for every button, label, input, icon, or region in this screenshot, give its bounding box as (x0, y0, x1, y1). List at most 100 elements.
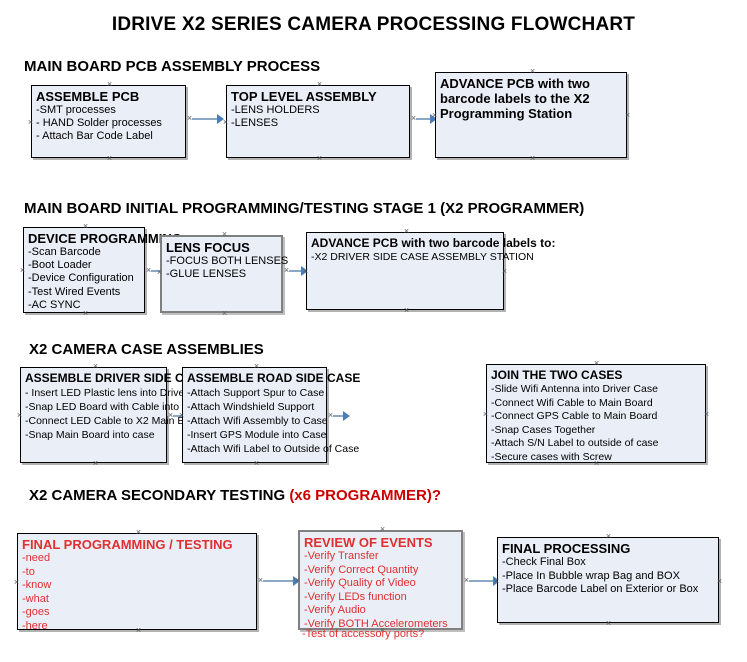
box-review-of-events-line-4: -Verify LEDs function (304, 590, 407, 603)
box-assemble-driver-side-case[interactable]: ASSEMBLE DRIVER SIDE CASE - Insert LED P… (20, 367, 216, 463)
box-final-programming-testing-line-1: -need (22, 552, 51, 564)
section-heading-3: X2 CAMERA CASE ASSEMBLIES (29, 341, 264, 358)
handle-top-icon[interactable] (220, 230, 229, 239)
box-lens-focus[interactable]: LENS FOCUS -FOCUS BOTH LENSES -GLUE LENS… (160, 235, 289, 313)
box-join-the-two-cases[interactable]: JOIN THE TWO CASES -Slide Wifi Antenna i… (486, 364, 706, 463)
handle-bottom-icon[interactable] (315, 154, 324, 163)
connector-lens-focus-to-advance (289, 270, 303, 272)
arrow-final-prog-to-review-icon (293, 576, 300, 586)
handle-bottom-icon[interactable] (91, 459, 100, 468)
box-final-programming-testing[interactable]: FINAL PROGRAMMING / TESTING -need -to -k… (17, 533, 257, 632)
handle-top-icon[interactable] (134, 528, 143, 537)
box-join-the-two-cases-line-6: -Secure cases with Screw (491, 450, 612, 463)
handle-bottom-icon[interactable] (528, 154, 537, 163)
box-assemble-driver-side-case-line-4: -Snap Main Board into case (25, 429, 155, 441)
box-assemble-driver-side-case-line-1: - Insert LED Plastic lens into Driver Ca… (25, 387, 216, 399)
handle-bottom-icon[interactable] (105, 154, 114, 163)
box-join-the-two-cases-line-2: -Connect Wifi Cable to Main Board (491, 396, 653, 409)
box-device-programming-line-2: -Boot Loader (28, 259, 92, 272)
box-device-programming-line-5: -AC SYNC (28, 298, 81, 311)
box-top-level-assembly-line-2: -LENSES (231, 117, 279, 130)
box-advance-pcb-programming-station-title: ADVANCE PCB with two barcode labels to t… (440, 76, 590, 121)
section-heading-4: X2 CAMERA SECONDARY TESTING (x6 PROGRAMM… (29, 487, 441, 504)
box-review-of-events-line-6: -Verify BOTH Accelerometers (304, 617, 448, 630)
box-final-programming-testing-line-4: -what (22, 592, 49, 605)
box-join-the-two-cases-line-1: -Slide Wifi Antenna into Driver Case (491, 383, 658, 395)
box-assemble-road-side-case[interactable]: ASSEMBLE ROAD SIDE CASE -Attach Support … (182, 367, 361, 463)
section-heading-4-text: X2 CAMERA SECONDARY TESTING (29, 487, 290, 504)
section-heading-4-accent: (x6 PROGRAMMER)? (289, 487, 441, 504)
box-assemble-pcb-line-2: - HAND Solder processes (36, 117, 162, 130)
box-review-of-events[interactable]: REVIEW OF EVENTS -Verify Transfer -Verif… (298, 530, 463, 630)
connector-device-to-lens-focus (151, 270, 165, 272)
box-final-programming-testing-line-6: -here (22, 619, 48, 632)
handle-top-icon[interactable] (91, 362, 100, 371)
box-final-programming-testing-line-2: -to (22, 565, 35, 578)
handle-left-icon[interactable] (26, 118, 35, 127)
box-assemble-road-side-case-line-4: -Insert GPS Module into Case (187, 429, 327, 441)
box-assemble-driver-side-case-line-3: -Connect LED Cable to X2 Main Board (25, 415, 206, 427)
handle-bottom-icon[interactable] (252, 459, 261, 468)
handle-top-icon[interactable] (592, 359, 601, 368)
box-final-programming-testing-title: FINAL PROGRAMMING / TESTING (22, 537, 233, 552)
section-heading-2: MAIN BOARD INITIAL PROGRAMMING/TESTING S… (24, 200, 584, 217)
box-review-of-events-title: REVIEW OF EVENTS (304, 535, 433, 550)
section-heading-2-text: MAIN BOARD INITIAL PROGRAMMING/TESTING S… (24, 200, 585, 217)
box-review-of-events-line-1: -Verify Transfer (304, 550, 379, 562)
handle-left-icon[interactable] (18, 266, 27, 275)
box-device-programming[interactable]: DEVICE PROGRAMMING -Scan Barcode -Boot L… (23, 227, 182, 313)
box-final-programming-testing-line-3: -know (22, 579, 52, 591)
box-assemble-pcb[interactable]: ASSEMBLE PCB -SMT processes - HAND Solde… (31, 85, 186, 158)
handle-top-icon[interactable] (252, 362, 261, 371)
arrow-review-to-final-processing-icon (493, 576, 500, 586)
handle-top-icon[interactable] (315, 80, 324, 89)
box-advance-pcb-driver-case[interactable]: ADVANCE PCB with two barcode labels to: … (306, 232, 555, 310)
box-assemble-road-side-case-line-2: -Attach Windshield Support (187, 401, 315, 413)
box-advance-pcb-driver-case-line-1: -X2 DRIVER SIDE CASE ASSEMBLY STATION (311, 251, 534, 263)
box-top-level-assembly-line-1: -LENS HOLDERS (231, 104, 320, 116)
box-device-programming-line-3: -Device Configuration (28, 272, 134, 285)
box-review-of-events-line-3: -Verify Quality of Video (304, 577, 416, 589)
box-device-programming-line-4: -Test Wired Events (28, 285, 121, 298)
handle-top-icon[interactable] (378, 525, 387, 534)
handle-bottom-icon[interactable] (604, 619, 613, 628)
handle-top-icon[interactable] (105, 80, 114, 89)
handle-right-icon[interactable] (702, 410, 711, 419)
connector-final-prog-to-review (263, 580, 295, 582)
box-join-the-two-cases-line-5: -Attach S/N Label to outside of case (491, 437, 659, 449)
box-top-level-assembly[interactable]: TOP LEVEL ASSEMBLY -LENS HOLDERS -LENSES (226, 85, 410, 158)
box-review-of-events-line-2: -Verify Correct Quantity (304, 563, 419, 576)
box-assemble-driver-side-case-line-2: -Snap LED Board with Cable into Case (25, 401, 207, 413)
handle-top-icon[interactable] (81, 222, 90, 231)
arrow-road-case-to-join-icon (343, 411, 350, 421)
handle-top-icon[interactable] (528, 67, 537, 76)
handle-left-icon[interactable] (481, 410, 490, 419)
box-lens-focus-line-2: -GLUE LENSES (166, 268, 247, 281)
page-title: IDRIVE X2 SERIES CAMERA PROCESSING FLOWC… (111, 14, 636, 35)
box-final-processing[interactable]: FINAL PROCESSING -Check Final Box -Place… (497, 537, 719, 623)
handle-right-icon[interactable] (623, 111, 632, 120)
section-heading-1: MAIN BOARD PCB ASSEMBLY PROCESS (24, 58, 320, 75)
box-assemble-driver-side-case-title: ASSEMBLE DRIVER SIDE CASE (25, 371, 209, 385)
arrow-top-level-to-advance-icon (430, 114, 437, 124)
box-review-of-events-overflow-line: -Test of accessory ports? (302, 628, 425, 640)
box-lens-focus-line-1: -FOCUS BOTH LENSES (166, 255, 289, 267)
handle-right-icon[interactable] (715, 577, 724, 586)
handle-right-icon[interactable] (500, 267, 509, 276)
section-heading-1-text: MAIN BOARD PCB ASSEMBLY PROCESS (24, 58, 321, 75)
box-advance-pcb-programming-station[interactable]: ADVANCE PCB with two barcode labels to t… (435, 72, 627, 158)
box-assemble-road-side-case-title: ASSEMBLE ROAD SIDE CASE (187, 371, 361, 385)
section-heading-3-text: X2 CAMERA CASE ASSEMBLIES (29, 341, 264, 358)
handle-top-icon[interactable] (402, 227, 411, 236)
box-lens-focus-title: LENS FOCUS (166, 240, 250, 255)
handle-left-icon[interactable] (12, 578, 21, 587)
box-assemble-pcb-line-1: -SMT processes (36, 104, 116, 116)
handle-bottom-icon[interactable] (402, 306, 411, 315)
handle-left-icon[interactable] (15, 411, 24, 420)
handle-top-icon[interactable] (604, 532, 613, 541)
box-assemble-pcb-title: ASSEMBLE PCB (36, 89, 140, 104)
box-assemble-pcb-line-3: - Attach Bar Code Label (36, 130, 153, 143)
box-final-processing-title: FINAL PROCESSING (502, 541, 631, 556)
box-assemble-road-side-case-line-1: -Attach Support Spur to Case (187, 387, 325, 399)
handle-bottom-icon[interactable] (220, 309, 229, 318)
